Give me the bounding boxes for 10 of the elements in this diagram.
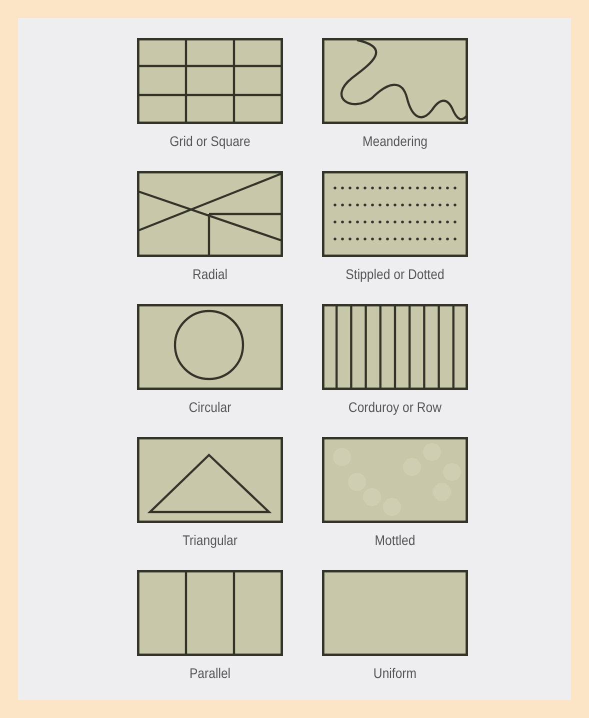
pattern-caption: Corduroy or Row: [347, 398, 443, 416]
pattern-caption: Meandering: [361, 132, 429, 150]
pattern-caption: Uniform: [372, 664, 418, 682]
pattern-caption: Triangular: [181, 531, 238, 549]
pattern-caption: Radial: [192, 265, 228, 283]
pattern-caption: Mottled: [374, 531, 416, 549]
pattern-caption: Circular: [188, 398, 232, 416]
pattern-caption: Parallel: [188, 664, 232, 682]
pattern-caption: Stippled or Dotted: [344, 265, 446, 283]
pattern-caption: Grid or Square: [168, 132, 252, 150]
